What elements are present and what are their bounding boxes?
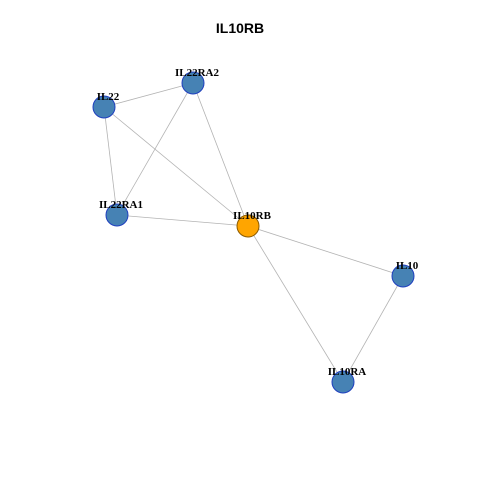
node-circle — [181, 71, 205, 95]
node-il22: IL22 — [92, 91, 120, 119]
node-label: IL22RA2 — [175, 67, 220, 79]
edge-il22-il10rb — [103, 106, 249, 227]
node-circle — [92, 95, 116, 119]
node-circle — [391, 264, 415, 288]
node-circle — [236, 214, 260, 238]
node-label: IL10RB — [233, 210, 272, 222]
node-label: IL22RA1 — [99, 199, 143, 211]
edge-il22-il22ra2 — [103, 82, 194, 108]
edge-il22ra2-il10rb — [192, 82, 249, 227]
edge-il22-il22ra1 — [103, 106, 118, 216]
node-circle — [105, 203, 129, 227]
node-il22ra1: IL22RA1 — [99, 199, 143, 227]
node-label: IL10 — [396, 260, 419, 272]
edge-il10rb-il10 — [247, 225, 404, 277]
edge-il10-il10ra — [342, 275, 404, 383]
node-il10ra: IL10RA — [328, 366, 367, 394]
diagram-title: IL10RB — [215, 20, 265, 36]
edge-il10rb-il10ra — [247, 225, 344, 383]
node-il10: IL10 — [391, 260, 419, 288]
edge-il22ra1-il10rb — [116, 214, 249, 227]
node-label: IL10RA — [328, 366, 367, 378]
edge-layer — [103, 82, 404, 383]
node-circle — [331, 370, 355, 394]
node-label: IL22 — [97, 91, 120, 103]
edge-il22ra2-il22ra1 — [116, 82, 194, 216]
node-il10rb: IL10RB — [233, 210, 272, 238]
node-il22ra2: IL22RA2 — [175, 67, 220, 95]
